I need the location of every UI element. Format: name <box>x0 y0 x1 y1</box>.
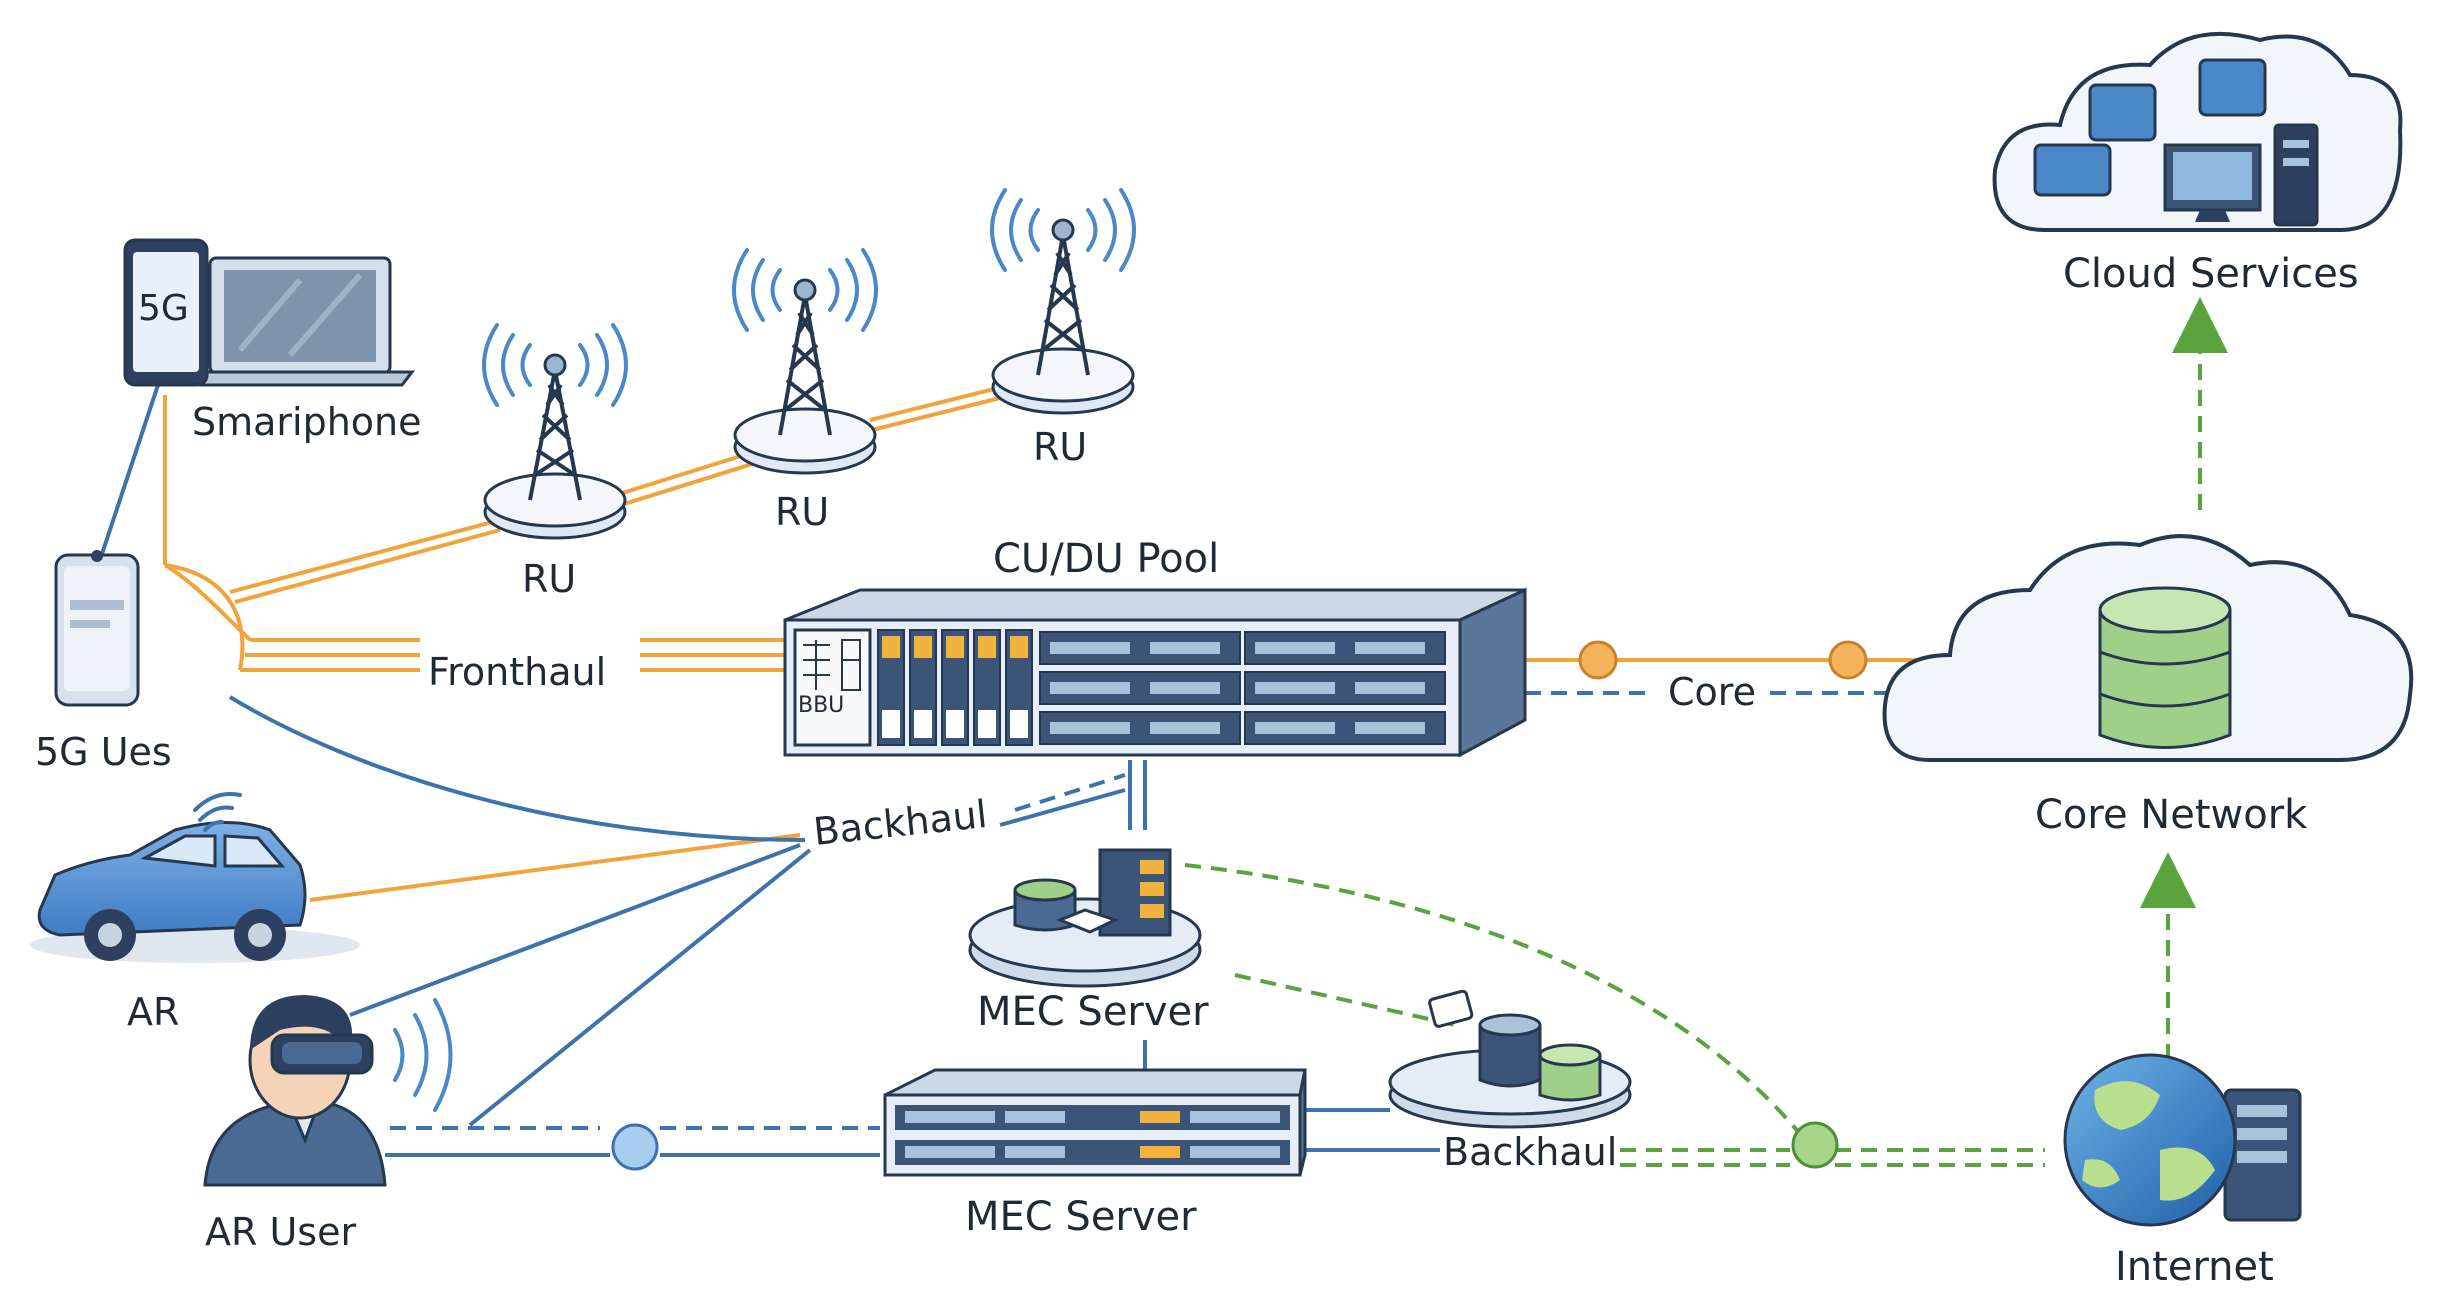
ar-label: AR <box>127 990 179 1034</box>
ar-user-icon <box>203 995 453 1187</box>
mec-server-bottom-icon <box>883 1068 1307 1177</box>
internet-label: Internet <box>2115 1244 2274 1290</box>
ru-tower-1 <box>482 323 628 540</box>
smartphone-icon <box>123 238 209 387</box>
bbu-label: BBU <box>798 693 844 718</box>
labels: Smariphone 5G Ues RU RU RU CU/DU Pool Fr… <box>35 251 2359 1290</box>
backhaul-dashed <box>390 691 1920 1130</box>
link-node-backhaul <box>611 1123 659 1171</box>
cloud-services-servers-icon <box>2033 58 2319 227</box>
internet-globe-icon <box>2063 1053 2302 1227</box>
internet-links <box>1184 297 2228 1167</box>
ar-user-label: AR User <box>205 1210 356 1254</box>
mec-server-top-icon <box>968 848 1202 988</box>
ru-tower-3 <box>990 188 1136 415</box>
car-icon <box>30 792 360 963</box>
mec-server-top-label: MEC Server <box>977 989 1209 1035</box>
fronthaul-label: Fronthaul <box>428 650 606 694</box>
ru-label-1: RU <box>522 557 576 601</box>
mec-storage-platform-icon <box>1388 989 1632 1129</box>
ru-label-3: RU <box>1033 425 1087 469</box>
cudu-pool-label: CU/DU Pool <box>993 536 1219 582</box>
link-node-internet <box>1791 1121 1839 1169</box>
link-node-core-1 <box>1578 640 1618 680</box>
ues-label: 5G Ues <box>35 730 172 774</box>
fronthaul-lines <box>163 383 1940 902</box>
five-g-badge: 5G <box>138 288 189 329</box>
connection-lines <box>98 297 2228 1171</box>
cloud-services-label: Cloud Services <box>2063 251 2359 297</box>
backhaul-label-bottom: Backhaul <box>1443 1130 1617 1174</box>
ru-label-2: RU <box>775 490 829 534</box>
backhaul-label-top: Backhaul <box>811 792 989 854</box>
core-label: Core <box>1668 670 1756 714</box>
ue-phone-icon <box>54 550 140 707</box>
core-network-label: Core Network <box>2035 792 2308 838</box>
backhaul-lines <box>98 384 1440 1157</box>
link-node-core-2 <box>1828 640 1868 680</box>
smartphone-label: Smariphone <box>192 400 422 444</box>
cudu-pool-server <box>783 587 1527 758</box>
laptop-icon <box>186 256 416 387</box>
database-icon <box>2098 586 2232 749</box>
mec-server-bottom-label: MEC Server <box>965 1194 1197 1240</box>
ru-tower-2 <box>732 248 878 475</box>
